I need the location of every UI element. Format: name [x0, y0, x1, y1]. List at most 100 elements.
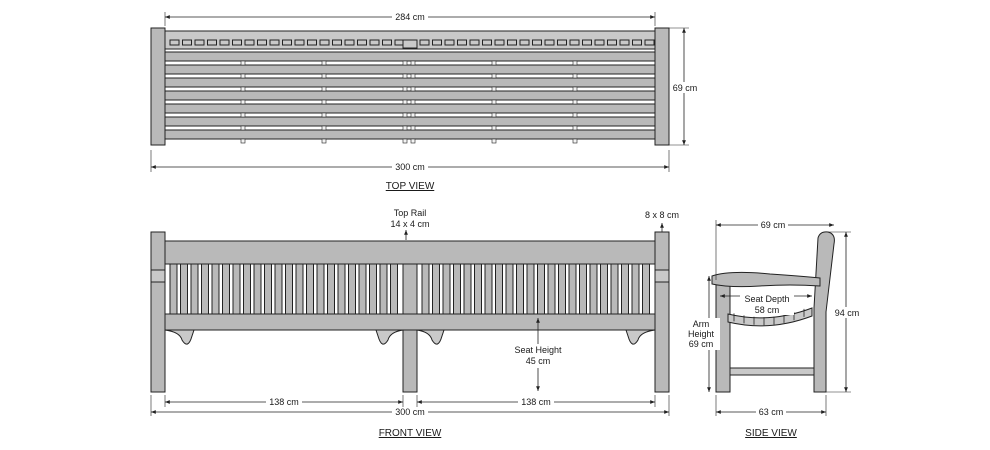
front-back-slat — [243, 263, 251, 315]
top-seat-bolt — [491, 60, 497, 66]
top-rail-title: Top Rail — [394, 208, 427, 218]
top-back-slat — [582, 39, 592, 46]
top-back-slat — [219, 39, 230, 46]
top-seat-bolt — [240, 86, 246, 92]
front-right-leg — [654, 231, 670, 393]
front-back-slat — [642, 263, 650, 315]
top-back-slat — [182, 39, 192, 46]
front-back-slat — [306, 263, 314, 315]
top-seat-bolt — [240, 73, 246, 79]
top-depth-label: 69 cm — [673, 83, 698, 93]
front-center-post-upper — [402, 263, 418, 315]
top-seat-slat — [164, 77, 656, 88]
side-seat — [727, 307, 813, 327]
front-seat-rail — [164, 313, 656, 331]
top-seat-bolt — [410, 73, 416, 79]
front-back-slat — [190, 263, 199, 315]
top-seat-slat — [164, 116, 656, 127]
front-back-slat — [274, 263, 283, 315]
front-back-slat — [285, 263, 293, 315]
top-seat-slat — [164, 51, 656, 62]
front-back-slat — [474, 263, 482, 315]
top-back-slat — [432, 39, 442, 46]
top-back-slat — [419, 39, 430, 46]
top-back-slat — [482, 39, 492, 46]
front-back-slat — [537, 263, 545, 315]
top-back-slat — [357, 39, 367, 46]
top-back-slat — [169, 39, 180, 46]
front-bracket-center-right — [416, 329, 445, 345]
front-back-slat — [211, 263, 220, 315]
top-seat-bolt — [410, 86, 416, 92]
top-back-slat — [532, 39, 542, 46]
side-seat-slats — [733, 308, 805, 326]
top-seat-bolt — [410, 125, 416, 131]
top-left-post — [150, 27, 166, 146]
front-back-slats — [169, 263, 650, 315]
top-seat-bolt — [240, 138, 246, 144]
front-back-slat — [253, 263, 262, 315]
top-seat-slat — [164, 129, 656, 140]
side-view: 69 cm Seat Depth 58 cm Arm Height 69 cm … — [686, 219, 862, 439]
seat-height-value: 45 cm — [526, 356, 551, 366]
top-back-slat — [244, 39, 255, 46]
top-seat-bolt — [491, 138, 497, 144]
front-back-slat — [442, 263, 451, 315]
top-back-slat — [369, 39, 380, 46]
top-seat-bolt — [491, 73, 497, 79]
top-back-slat — [557, 39, 567, 46]
top-seat-slats — [164, 51, 656, 144]
front-back-slat — [327, 263, 335, 315]
top-back-slat — [207, 39, 217, 46]
top-width-overall-label: 300 cm — [395, 162, 425, 172]
front-back-slat — [579, 263, 587, 315]
front-back-slat — [600, 263, 608, 315]
front-back-slat — [201, 263, 209, 315]
top-view: 284 cm 300 cm 69 cm TOP VIEW — [150, 11, 700, 192]
front-back-slat — [232, 263, 241, 315]
front-back-slat — [610, 263, 619, 315]
top-seat-bolt — [410, 112, 416, 118]
top-seat-bolt — [402, 112, 408, 118]
top-rail-size: 14 x 4 cm — [390, 219, 429, 229]
top-back-slat — [282, 39, 292, 46]
side-view-caption: SIDE VIEW — [745, 428, 797, 439]
top-back-slat — [569, 39, 580, 46]
top-back-slat — [307, 39, 317, 46]
top-back-slat — [494, 39, 505, 46]
top-back-slat — [232, 39, 242, 46]
front-back-slat — [631, 263, 640, 315]
front-back-slat — [379, 263, 388, 315]
top-back-slat — [519, 39, 530, 46]
front-back-slat — [453, 263, 461, 315]
front-back-slat — [432, 263, 440, 315]
front-back-slat — [516, 263, 524, 315]
top-seat-bolt — [321, 86, 327, 92]
front-back-slat — [295, 263, 304, 315]
top-seat-bolt — [240, 60, 246, 66]
span-left-label: 138 cm — [269, 397, 299, 407]
top-seat-bolt — [491, 112, 497, 118]
front-back-slat — [463, 263, 472, 315]
top-back-slat — [319, 39, 330, 46]
front-back-slat — [547, 263, 556, 315]
side-back-post — [813, 231, 835, 393]
top-seat-bolt — [402, 99, 408, 105]
post-size-label: 8 x 8 cm — [645, 210, 679, 220]
top-seat-bolt — [491, 125, 497, 131]
top-seat-bolt — [410, 60, 416, 66]
top-seat-bolt — [572, 125, 578, 131]
side-depth-overall-label: 69 cm — [761, 220, 786, 230]
side-arm-rest — [711, 271, 821, 288]
top-back-slat — [544, 39, 555, 46]
top-seat-bolt — [572, 112, 578, 118]
front-back-slat — [526, 263, 535, 315]
top-seat-slat — [164, 90, 656, 101]
seat-depth-value: 58 cm — [755, 305, 780, 315]
top-back-slat — [344, 39, 355, 46]
seat-height-title: Seat Height — [514, 345, 562, 355]
top-back-slat — [632, 39, 642, 46]
front-back-slat — [484, 263, 493, 315]
top-seat-bolt — [410, 138, 416, 144]
